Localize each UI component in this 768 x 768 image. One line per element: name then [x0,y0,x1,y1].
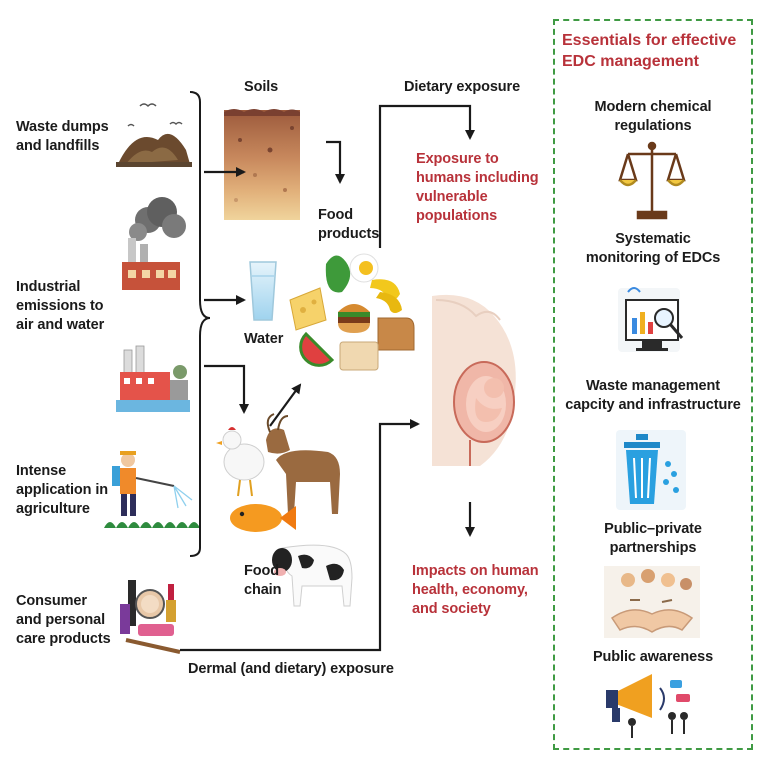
trash-bin-icon [616,430,686,510]
food-products-icon [289,253,415,371]
food-chain-animals-icon [216,413,353,607]
flow-arrows [180,104,475,652]
arrow-dermal-exposure [180,419,420,652]
source-consumer-products: Consumer and personal care products [16,593,111,647]
outcome-impacts: Impacts on human health, economy, and so… [412,563,539,617]
outcome-exposure: Exposure to humans including vulnerable … [416,151,539,224]
pathway-food-products: Food products [318,207,380,242]
source-industrial-emissions: Industrial emissions to air and water [16,279,105,333]
landfill-icon [116,103,192,167]
industrial-plant-icon [116,345,190,412]
essential-item-regulations: Modern chemical regulations [594,99,712,134]
monitor-analytics-icon [618,287,684,352]
sources-brace [189,91,211,557]
essential-item-partnerships: Public–private partnerships [604,521,702,556]
arrow-soils-to-food [326,140,345,184]
pathway-dermal-exposure: Dermal (and dietary) exposure [188,661,394,677]
essentials-title: Essentials for effective EDC management [562,32,737,70]
essential-item-waste-management: Waste management capcity and infrastruct… [565,378,741,413]
arrow-to-food-chain [204,364,249,414]
megaphone-icon [606,674,690,738]
farmer-spraying-icon [104,451,200,528]
pathway-water: Water [244,331,284,347]
water-glass-icon [249,261,277,321]
factory-icon [122,197,186,290]
pathway-soils: Soils [244,79,279,95]
essentials-panel [553,19,753,750]
essential-item-monitoring: Systematic monitoring of EDCs [585,231,721,266]
pathway-dietary-exposure: Dietary exposure [404,79,521,95]
source-waste-dumps: Waste dumps and landfills [16,119,109,154]
scales-icon [618,141,686,220]
source-agriculture: Intense application in agriculture [16,463,109,517]
soil-icon [224,109,300,220]
pregnant-woman-icon [432,294,516,466]
essential-item-public-awareness: Public awareness [592,649,714,665]
arrow-food-chain-to-food [269,383,302,427]
arrow-dietary-exposure [378,104,475,248]
handshake-icon [604,566,700,638]
pathway-food-chain: Food chain [244,563,282,598]
cosmetics-icon [120,580,181,654]
